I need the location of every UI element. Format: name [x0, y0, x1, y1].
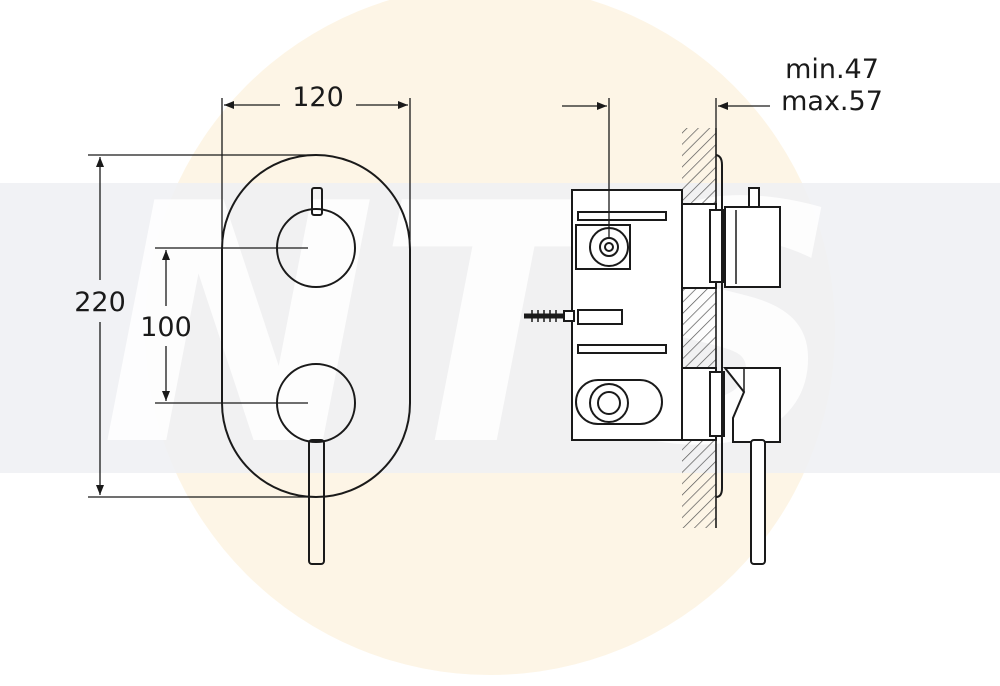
mixer-lever-side [750, 439, 766, 565]
side-view [524, 128, 781, 565]
spacing-label: 100 [140, 312, 192, 343]
side-dimensions [562, 98, 770, 238]
depth-min-label: min.47 [785, 54, 879, 85]
diverter-stem-side [748, 187, 760, 209]
watermark-text: NTS [101, 134, 840, 518]
width-label: 120 [292, 82, 344, 113]
cover-plate-profile [715, 154, 723, 498]
lower-port [589, 383, 629, 423]
upper-port-recess [575, 224, 631, 270]
mixer-lever [308, 439, 325, 565]
depth-max-label: max.57 [781, 86, 883, 117]
diverter-stem [311, 187, 323, 216]
watermark-band [0, 183, 1000, 473]
height-label: 220 [74, 287, 126, 318]
diverter-knob-side [724, 206, 781, 288]
lower-port-recess [575, 379, 663, 425]
front-dimensions [88, 98, 411, 498]
mount-slot [577, 309, 623, 325]
wall-section [682, 128, 716, 528]
